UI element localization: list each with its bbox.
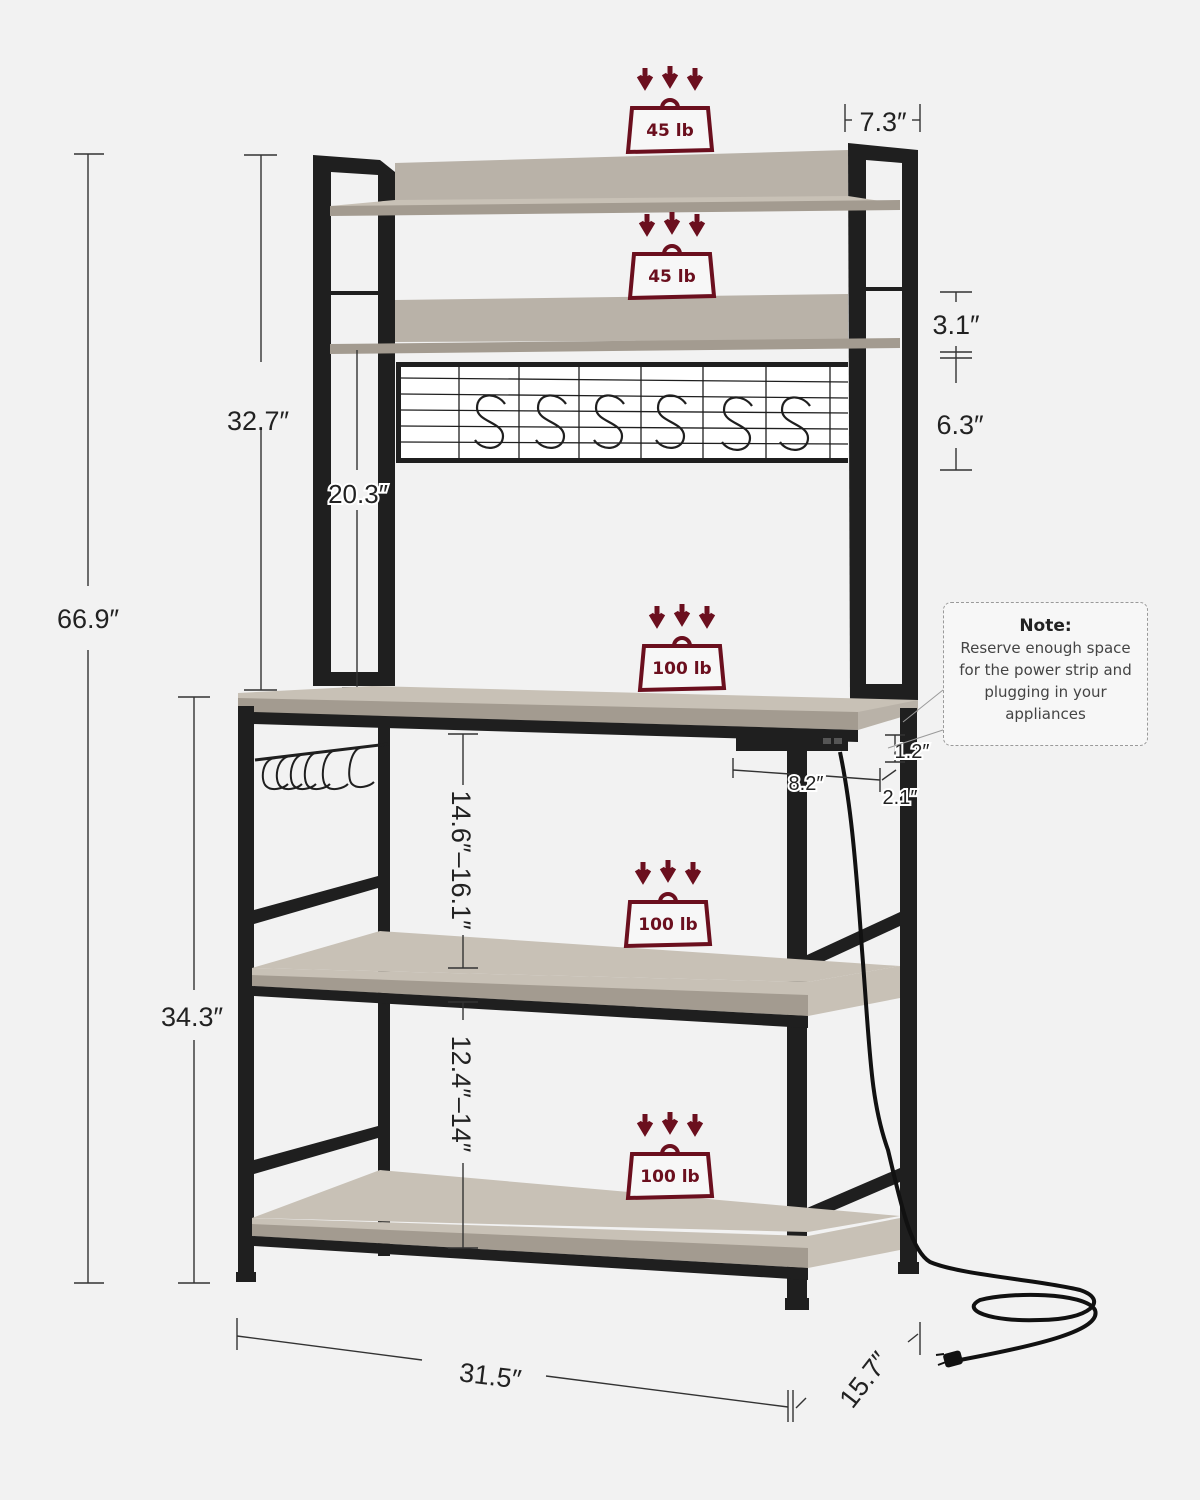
dim-shelf-gap: 3.1″ bbox=[932, 291, 980, 358]
weight-label: 45 lb bbox=[646, 121, 694, 141]
worktop bbox=[238, 686, 918, 751]
dim-strip-height-label: 1.2″ bbox=[895, 741, 930, 763]
dim-gap-upper: 14.6″–16.1″ bbox=[446, 733, 478, 969]
dim-power-strip: 8.2″ 1.2″ 2.1″ bbox=[732, 689, 944, 811]
power-cord bbox=[838, 751, 1098, 1362]
dim-base-height: 34.3″ bbox=[161, 696, 224, 1284]
weight-label: 100 lb bbox=[640, 1167, 699, 1187]
dim-depth: 15.7″ bbox=[795, 1322, 921, 1414]
dim-hutch-height-label: 32.7″ bbox=[227, 406, 290, 436]
weight-label: 100 lb bbox=[652, 659, 711, 679]
note-callout: Note: Reserve enough space for the power… bbox=[943, 602, 1148, 746]
dim-gap-lower-label: 12.4″–14″ bbox=[446, 1036, 476, 1153]
weight-badge-bottom-shelf: 100 lb bbox=[628, 1112, 712, 1198]
dim-width: 31.5″ bbox=[236, 1318, 794, 1422]
dim-total-height-label: 66.9″ bbox=[57, 604, 120, 634]
dim-strip-depth-label: 2.1″ bbox=[883, 787, 918, 809]
dim-grid-height: 6.3″ bbox=[936, 357, 984, 471]
bottom-shelf bbox=[252, 1170, 900, 1280]
middle-shelf bbox=[252, 931, 900, 1028]
weight-badge-top-shelf: 45 lb bbox=[628, 66, 712, 152]
top-shelf bbox=[330, 150, 900, 216]
weight-badge-worktop: 100 lb bbox=[640, 604, 724, 690]
plug-icon bbox=[935, 1350, 963, 1368]
dim-depth-label: 15.7″ bbox=[833, 1346, 895, 1414]
weight-badge-second-shelf: 45 lb bbox=[630, 212, 714, 298]
dim-top-shelf-depth: 7.3″ bbox=[844, 104, 921, 137]
dim-gap-lower: 12.4″–14″ bbox=[446, 1001, 478, 1249]
dim-hutch-inner-label: 20.3″ bbox=[328, 479, 388, 509]
s-hook-icons bbox=[474, 394, 811, 451]
dim-hutch-inner: 20.3″ bbox=[326, 350, 390, 689]
hutch-frame bbox=[313, 143, 918, 700]
dim-total-height: 66.9″ bbox=[57, 153, 120, 1284]
note-body: Reserve enough space for the power strip… bbox=[959, 639, 1132, 723]
dim-shelf-gap-label: 3.1″ bbox=[932, 310, 980, 340]
dim-strip-length-label: 8.2″ bbox=[789, 773, 824, 795]
weight-label: 100 lb bbox=[638, 915, 697, 935]
dim-gap-upper-label: 14.6″–16.1″ bbox=[446, 790, 476, 930]
base-frame bbox=[236, 706, 919, 1310]
second-shelf bbox=[330, 294, 900, 354]
weight-badge-middle-shelf: 100 lb bbox=[626, 860, 710, 946]
note-title: Note: bbox=[1019, 616, 1072, 636]
weight-label: 45 lb bbox=[648, 267, 696, 287]
side-rail-hooks bbox=[261, 747, 375, 791]
dim-top-shelf-depth-label: 7.3″ bbox=[859, 107, 907, 137]
wire-grid bbox=[396, 362, 849, 463]
dim-base-height-label: 34.3″ bbox=[161, 1002, 224, 1032]
dim-width-label: 31.5″ bbox=[458, 1357, 524, 1394]
dim-grid-height-label: 6.3″ bbox=[936, 410, 984, 440]
dim-hutch-height: 32.7″ bbox=[227, 154, 290, 691]
